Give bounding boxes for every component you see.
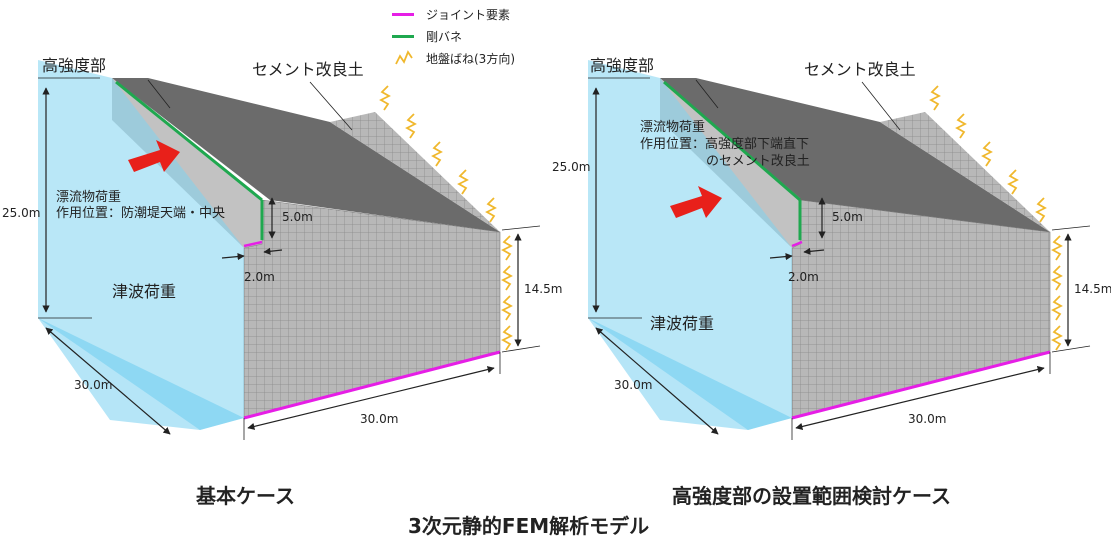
left-rigid-spring-line [115, 80, 263, 202]
right-dim-length [795, 366, 1045, 430]
right-top-slope [660, 78, 1050, 232]
right-rigid-spring-line [663, 80, 801, 202]
left-load-arrow [128, 140, 180, 172]
legend-item-ground-spring: 地盤ばね(3方向) [392, 48, 592, 70]
left-crest-mesh [112, 78, 262, 248]
legend: ジョイント要素 剛バネ 地盤ばね(3方向) [392, 4, 592, 70]
left-slope-mesh [330, 112, 500, 232]
legend-item-rigid-spring: 剛バネ [392, 26, 592, 48]
legend-label: 地盤ばね(3方向) [426, 52, 515, 66]
right-dim-width [769, 253, 793, 261]
right-tsunami-label: 津波荷重 [650, 314, 715, 333]
left-dim-width-label: 2.0m [244, 270, 275, 284]
left-dim-right-label: 14.5m [524, 282, 563, 296]
left-cement-label: セメント改良土 [252, 60, 364, 79]
right-dim-length-label: 30.0m [908, 412, 947, 426]
left-high-strength-label: 高強度部 [42, 56, 107, 75]
right-dim-depth-label: 30.0m [614, 378, 653, 392]
right-caption: 高強度部の設置範囲検討ケース [672, 484, 951, 508]
left-dim-depth [45, 327, 171, 435]
right-load-arrow [670, 186, 722, 218]
legend-item-joint: ジョイント要素 [392, 4, 592, 26]
left-load-label-2: 作用位置：防潮堤天端・中央 [56, 206, 226, 221]
left-load-label-1: 漂流物荷重 [56, 190, 122, 205]
left-dim-height-label: 25.0m [2, 206, 41, 220]
right-dim-width-label: 2.0m [788, 270, 819, 284]
left-dim-width [221, 253, 245, 261]
legend-label: ジョイント要素 [426, 8, 511, 22]
right-model [588, 60, 1091, 440]
rigid-spring-swatch [392, 35, 414, 38]
left-caption: 基本ケース [196, 484, 295, 508]
ground-spring-icon [395, 50, 413, 65]
legend-label: 剛バネ [426, 30, 463, 44]
left-dim-length [247, 366, 495, 430]
left-dim-depth-label: 30.0m [74, 378, 113, 392]
right-load-label-2: 作用位置：高強度部下端直下 [640, 137, 810, 152]
left-dim-length-label: 30.0m [360, 412, 399, 426]
left-dim-top-label: 5.0m [282, 210, 313, 224]
right-slope-mesh [880, 112, 1050, 232]
right-cement-label: セメント改良土 [804, 60, 916, 79]
right-dim-top-label: 5.0m [832, 210, 863, 224]
right-high-strength-label: 高強度部 [590, 56, 655, 75]
left-top-slope [112, 78, 500, 232]
main-caption: 3次元静的FEM解析モデル [408, 514, 650, 538]
left-model [38, 60, 541, 440]
right-dim-depth [595, 327, 719, 435]
left-tsunami-label: 津波荷重 [112, 282, 177, 301]
right-load-label-3: のセメント改良土 [706, 154, 810, 169]
right-load-label-1: 漂流物荷重 [640, 120, 706, 135]
right-dim-height-label: 25.0m [552, 160, 591, 174]
right-crest-mesh [660, 78, 800, 248]
joint-swatch [392, 13, 414, 16]
right-dim-right-label: 14.5m [1074, 282, 1111, 296]
